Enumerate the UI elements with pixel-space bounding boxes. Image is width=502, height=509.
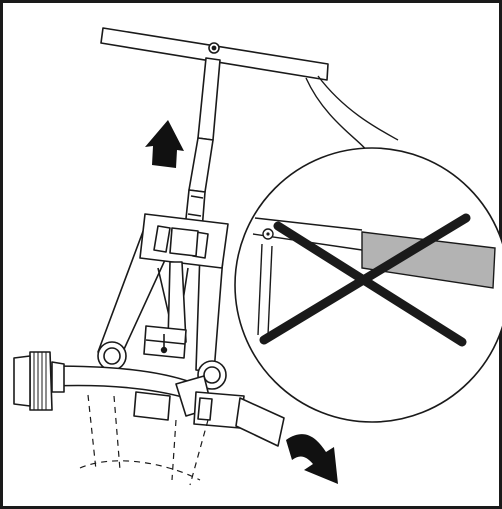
clamp-body [97,213,229,390]
tube-nozzle [235,397,285,447]
t-handle-crossbar [100,27,329,81]
t-handle [100,27,329,231]
clamp-slot-left [153,225,171,253]
t-handle-pivot-dot [211,45,217,51]
tube-end-cap [29,351,53,411]
grip-section-gray [361,231,496,289]
tube-lower-block [133,391,171,421]
callout-leader-right [317,75,399,141]
hidden-outline-dashed [79,394,209,486]
magnified-detail-callout [234,75,502,423]
curved-arrow-down-right-icon [286,434,338,484]
curved-tube-assembly [13,351,285,447]
clamp-center-rod [167,261,187,343]
x-cross-icon [259,213,471,347]
arrow-up-icon [145,120,184,168]
